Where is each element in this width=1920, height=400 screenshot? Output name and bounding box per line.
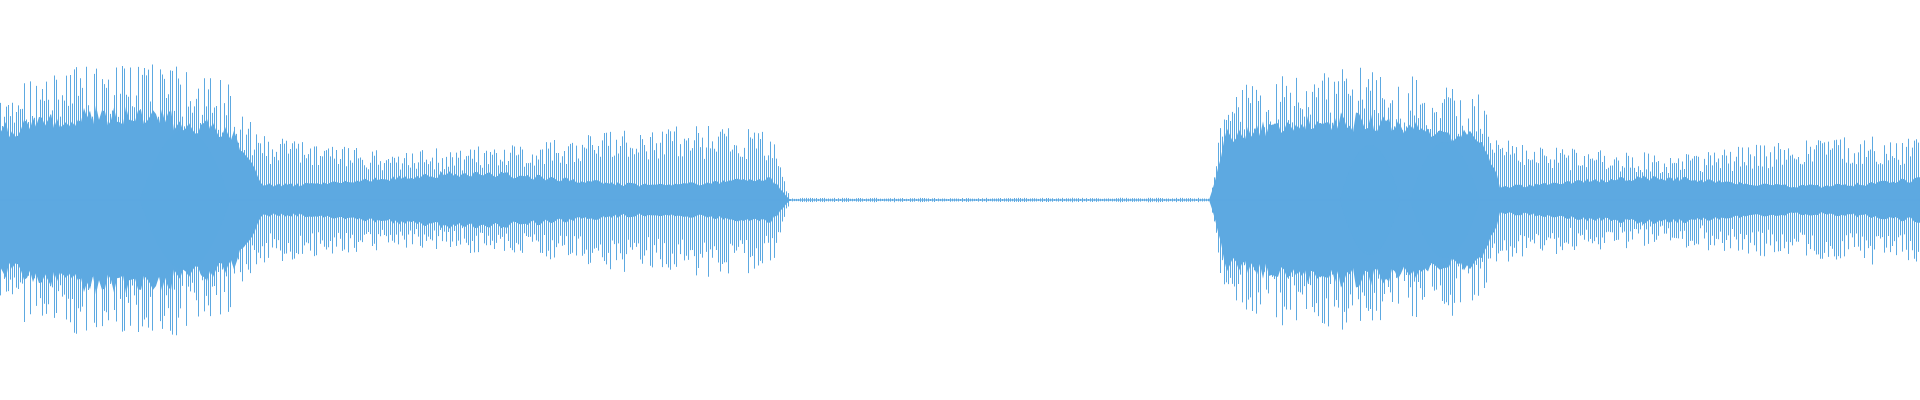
waveform-body-fill — [0, 105, 1920, 295]
